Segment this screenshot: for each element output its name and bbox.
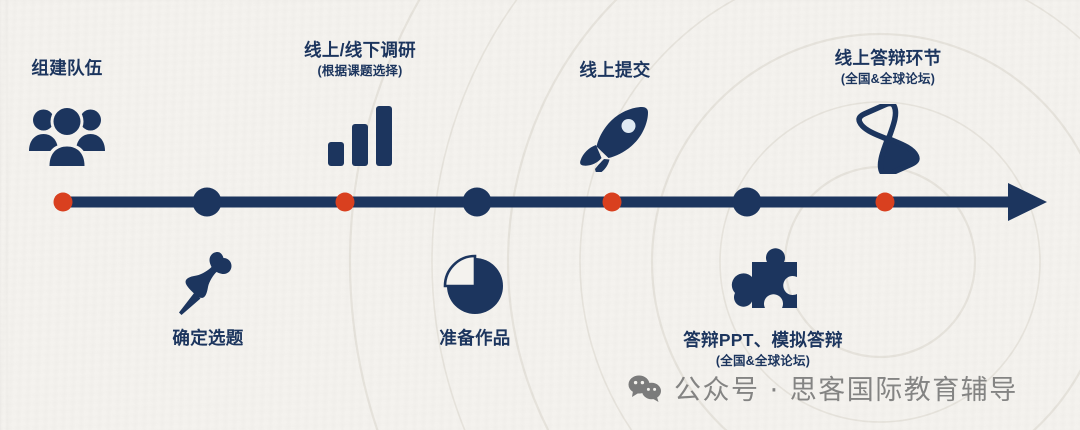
milestone-dot-6[interactable] <box>732 187 762 217</box>
milestone-dot-3[interactable] <box>335 192 355 212</box>
milestone-dot-4[interactable] <box>462 187 492 217</box>
milestone-icon-wrap-form-team <box>27 104 107 173</box>
bar-chart-icon <box>328 106 392 166</box>
milestone-icon-wrap-research <box>326 104 394 171</box>
watermark-text: 公众号 · 思客国际教育辅导 <box>674 375 1018 406</box>
milestone-icon-wrap-defense-ppt <box>725 246 801 323</box>
milestone-dot-1[interactable] <box>53 192 73 212</box>
pie-chart-icon <box>443 254 503 314</box>
channel-watermark: 公众号 · 思客国际教育辅导 <box>628 368 1018 407</box>
milestone-title-online-defense: 线上答辩环节 <box>834 48 942 68</box>
milestone-icon-wrap-online-defense <box>852 100 924 179</box>
wechat-icon <box>628 375 661 402</box>
hourglass-icon <box>856 100 920 178</box>
pushpin-icon <box>179 252 232 315</box>
people-group-icon <box>29 105 105 166</box>
rocket-icon <box>580 107 648 175</box>
milestone-title-defense-ppt: 答辩PPT、模拟答辩 <box>683 330 843 350</box>
milestone-title-online-submit: 线上提交 <box>579 60 651 80</box>
timeline-arrow-head <box>1008 183 1047 221</box>
milestone-dot-7[interactable] <box>875 192 895 212</box>
milestone-icon-wrap-prepare-work <box>443 252 507 321</box>
milestone-icon-wrap-online-submit <box>578 104 652 177</box>
milestone-subtitle-defense-ppt: (全国&全球论坛) <box>715 354 811 368</box>
puzzle-piece-icon <box>731 248 797 308</box>
milestone-title-research: 线上/线下调研 <box>304 40 416 60</box>
milestone-title-prepare-work: 准备作品 <box>439 328 511 348</box>
milestone-subtitle-online-defense: (全国&全球论坛) <box>840 72 936 86</box>
milestone-title-confirm-topic: 确定选题 <box>172 328 244 348</box>
milestone-subtitle-research: (根据课题选择) <box>317 64 403 78</box>
milestone-title-form-team: 组建队伍 <box>31 58 103 78</box>
milestone-icon-wrap-confirm-topic <box>176 250 240 321</box>
milestone-dot-5[interactable] <box>602 192 622 212</box>
milestone-dot-2[interactable] <box>192 187 222 217</box>
